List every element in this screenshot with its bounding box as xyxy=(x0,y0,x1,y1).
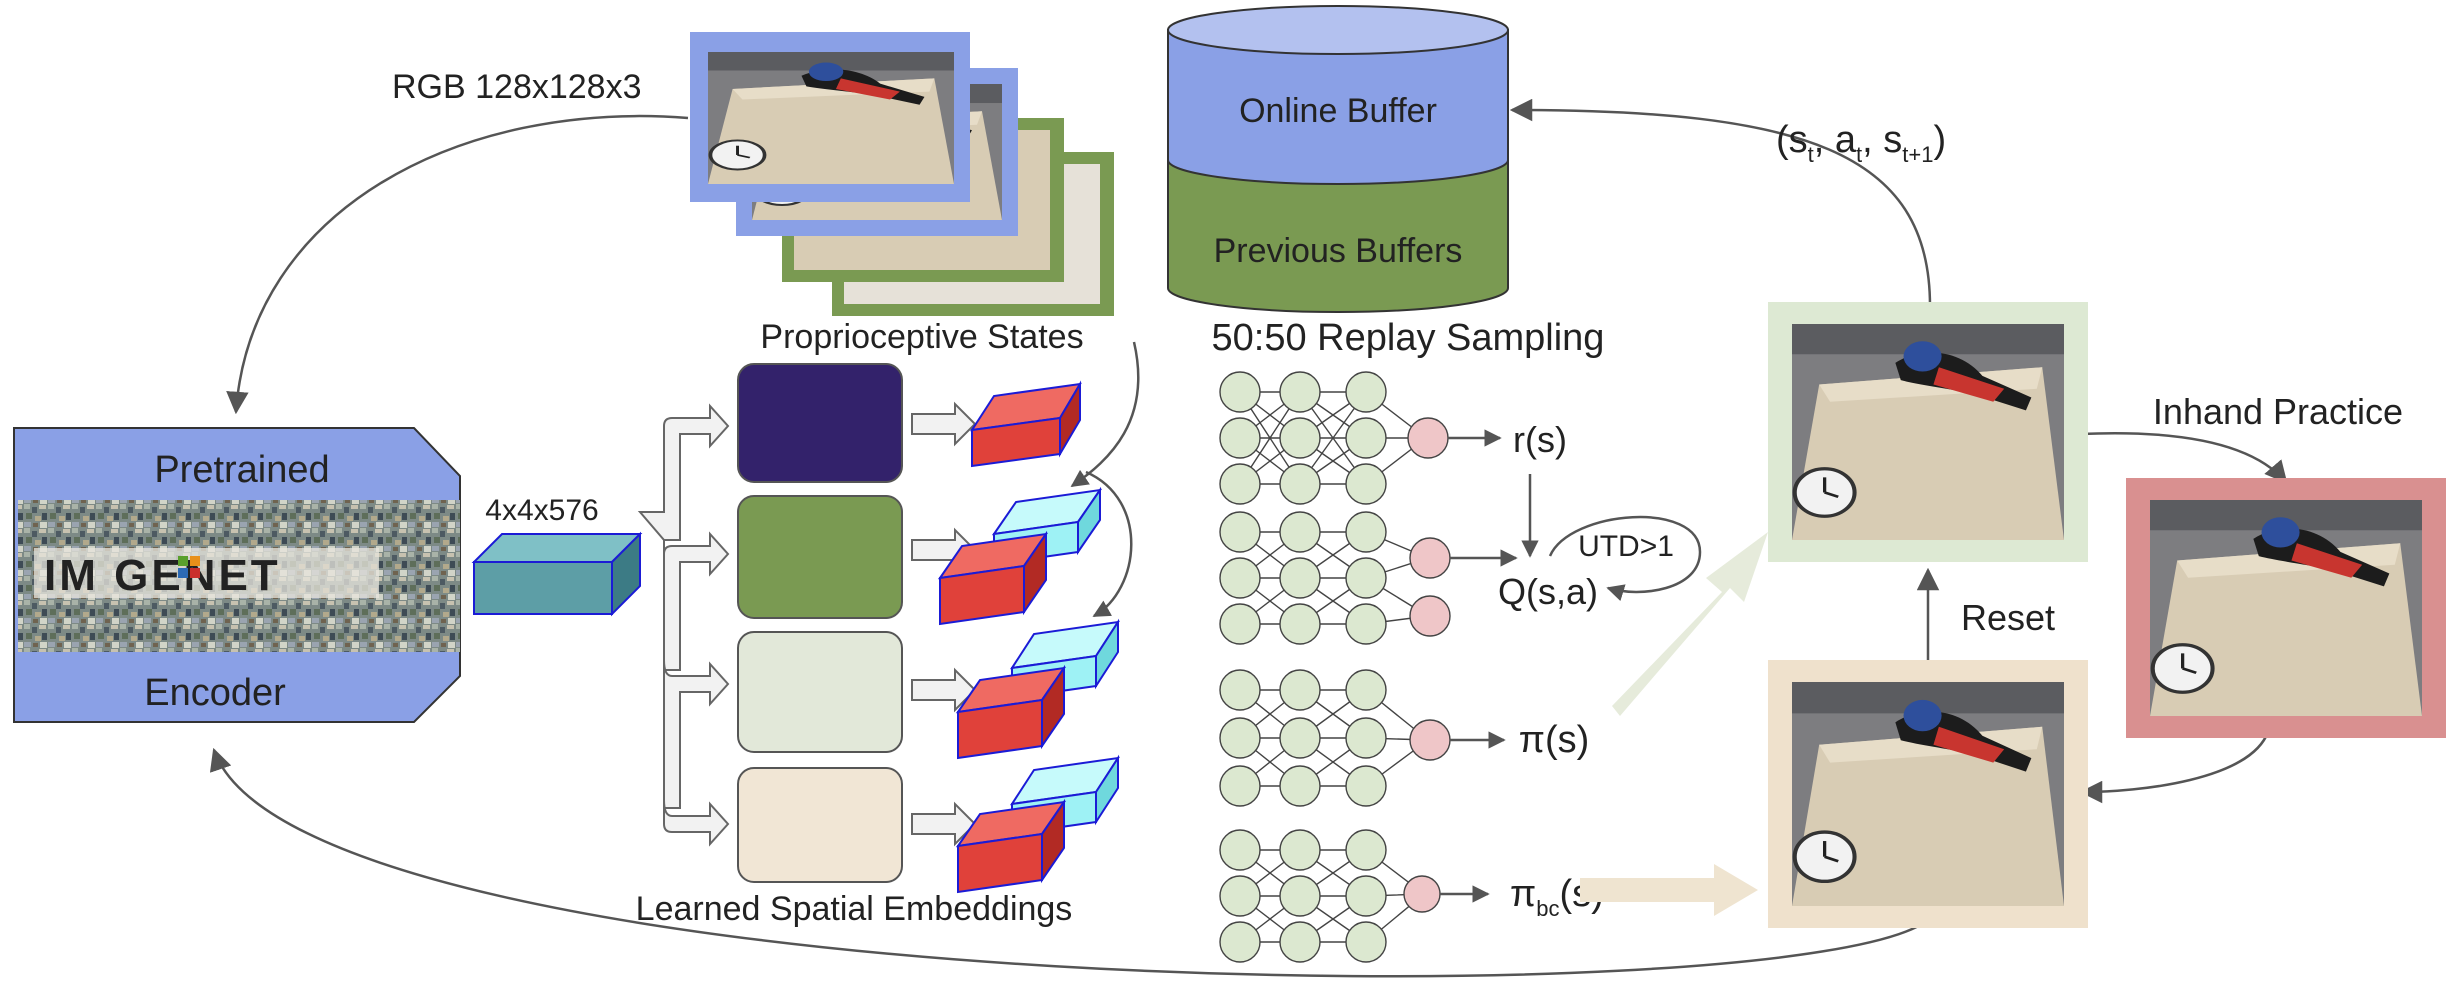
encoder-label: Encoder xyxy=(144,672,286,714)
embedding-box-1 xyxy=(737,363,903,483)
inhand-arrow xyxy=(2079,431,2288,484)
q-label: Q(s,a) xyxy=(1498,571,1598,612)
reward-network xyxy=(1219,371,1449,505)
utd-label: UTD>1 xyxy=(1578,530,1674,563)
inhand-practice-label: Inhand Practice xyxy=(2153,391,2403,432)
replay-buffers xyxy=(1167,5,1509,313)
proprio-label: Proprioceptive States xyxy=(760,318,1083,356)
embedding-cubes xyxy=(937,380,1121,894)
rgb-to-encoder-arrow xyxy=(226,114,689,415)
branch-arrows xyxy=(637,403,730,847)
pretrained-encoder: IM GENET Pretrained Encoder xyxy=(13,427,461,723)
embedding-box-2 xyxy=(737,495,903,619)
bc-to-reset-arrow xyxy=(1580,864,1758,916)
rgb-label: RGB 128x128x3 xyxy=(392,68,642,106)
reset-label: Reset xyxy=(1961,597,2055,638)
policy-label: π(s) xyxy=(1519,719,1590,761)
imagenet-logo-dot-red xyxy=(190,568,200,578)
learned-label: Learned Spatial Embeddings xyxy=(636,890,1073,928)
robot-frame-reset xyxy=(1768,660,2088,928)
embedding-box-3 xyxy=(737,631,903,753)
rgb-image-stack xyxy=(690,32,1114,316)
online-buffer-label: Online Buffer xyxy=(1239,92,1437,130)
bc-policy-network xyxy=(1219,829,1441,963)
robot-frame-inhand xyxy=(2126,478,2446,738)
cube-swap-arrow xyxy=(1085,470,1133,618)
robot-frame-main xyxy=(1768,302,2088,562)
utd-loop-arrow xyxy=(1548,515,1702,602)
transition-tuple-label: (st, at, st+1) xyxy=(1776,119,1946,167)
inhand-to-reset-arrow xyxy=(2079,731,2270,804)
q-network xyxy=(1219,511,1451,645)
policy-to-robot-arrow xyxy=(1612,532,1768,716)
policy-network xyxy=(1219,669,1451,807)
reset-to-encoder-arrow xyxy=(210,747,1929,978)
imagenet-logo-dot-green xyxy=(178,556,188,566)
reward-label: r(s) xyxy=(1513,419,1567,460)
imagenet-logo-dot-blue xyxy=(178,568,188,578)
output-arrows xyxy=(1440,429,1518,903)
embedding-boxes xyxy=(737,363,903,883)
proprio-to-cube-arrow xyxy=(1070,341,1140,488)
embedding-box-4 xyxy=(737,767,903,883)
imagenet-logo: IM GENET xyxy=(44,551,281,600)
previous-buffers-label: Previous Buffers xyxy=(1214,232,1463,270)
pretrained-label: Pretrained xyxy=(154,449,329,491)
imagenet-logo-dot-orange xyxy=(190,556,200,566)
sampling-label: 50:50 Replay Sampling xyxy=(1212,317,1605,359)
feature-cube xyxy=(471,531,643,617)
neural-networks xyxy=(1219,371,1451,963)
tuple-to-buffer-arrow xyxy=(1509,98,1932,307)
flow-arrows xyxy=(210,98,2288,978)
feature-dim-label: 4x4x576 xyxy=(485,494,598,527)
